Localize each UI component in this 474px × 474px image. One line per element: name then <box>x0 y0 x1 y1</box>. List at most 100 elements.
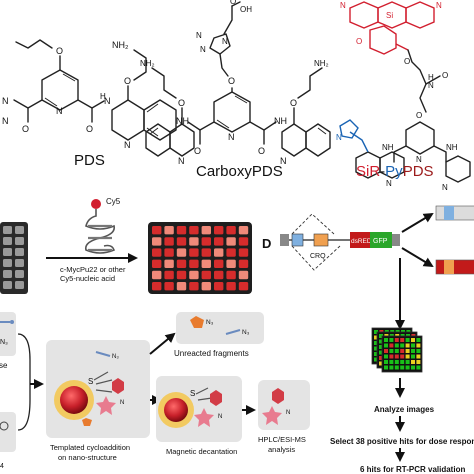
well <box>189 282 199 291</box>
screen-pixel <box>379 356 383 360</box>
well <box>164 259 174 268</box>
dsred-label: dsRED <box>351 238 372 245</box>
well <box>238 226 249 235</box>
screen-pixel <box>400 338 405 342</box>
cpds-amide-o-left: O <box>194 146 201 156</box>
well <box>164 226 174 235</box>
well <box>189 226 199 235</box>
pds-amide-h: H <box>100 92 106 101</box>
screen-pixel <box>416 338 421 342</box>
cpds-acid-o: O <box>230 0 236 6</box>
reagent-line-1: c-MycPu22 or other <box>60 265 126 274</box>
screen-pixel <box>389 365 394 370</box>
hplc-box <box>258 380 310 430</box>
screen-image-3 <box>381 335 423 373</box>
left-fragment-text-2: 4 <box>0 463 4 470</box>
screen-pixel <box>400 349 405 353</box>
unreacted-stick <box>225 329 241 335</box>
step-select: Select 38 positive hits for dose respons <box>330 437 474 446</box>
star-fragment-1 <box>96 396 116 415</box>
dsred-box <box>350 232 370 248</box>
step-validate: 6 hits for RT-PCR validation <box>360 465 465 474</box>
screen-pixel <box>374 357 378 362</box>
screen-pixel <box>394 343 399 348</box>
magnetic-bead-2 <box>164 398 188 422</box>
well <box>226 270 236 280</box>
well <box>176 270 187 280</box>
triazole-n-2: N <box>218 414 222 420</box>
well <box>176 237 187 246</box>
screen-pixel <box>384 360 388 364</box>
sir-quin-n-right: N <box>442 183 448 192</box>
sir-label-part: SiR <box>356 163 380 180</box>
carboxypds-structure: O OH N N N O N O NH O NH N O NH₂ <box>140 0 331 180</box>
pds-amide-o-right: O <box>86 124 93 134</box>
screen-pixel <box>411 338 415 342</box>
screen-pixel <box>394 354 399 359</box>
screen-pixel <box>394 365 399 370</box>
well <box>3 237 12 245</box>
pds-structure: N O O H N N O NH₂ N O N PDS <box>2 39 177 169</box>
sir-pyr-n: N <box>416 155 422 164</box>
triazole-n-3: N <box>286 410 290 416</box>
dna-strands-2 <box>195 387 213 401</box>
left-box-2-ring <box>0 421 9 431</box>
well <box>15 270 24 278</box>
left-fragment-text: se <box>0 361 8 370</box>
sir-fluorophore: Si N N O <box>340 1 442 55</box>
screen-pixel <box>394 338 399 342</box>
screen-pixel <box>379 334 383 338</box>
cpds-triazole-n1: N <box>196 31 202 40</box>
well <box>15 248 24 256</box>
screen-pixel <box>411 360 415 364</box>
well <box>152 237 162 246</box>
cpds-quin-n-left: N <box>178 156 185 166</box>
pds-label: PDS <box>74 152 105 169</box>
unreacted-label: Unreacted fragments <box>174 349 249 358</box>
well <box>15 237 24 245</box>
cpds-nh2-left: NH₂ <box>140 59 155 68</box>
py-label-part: Py <box>385 163 403 180</box>
well <box>176 259 187 268</box>
arrow-to-unreacted <box>149 332 176 355</box>
pentagon-1 <box>82 418 92 426</box>
well <box>226 237 236 246</box>
cpds-triazole-n3: N <box>222 37 228 46</box>
well <box>214 259 224 268</box>
construct-start <box>280 234 289 246</box>
reagent-line-2: Cy5-nucleic acid <box>60 274 115 283</box>
sir-o: O <box>356 37 362 46</box>
well <box>15 226 24 234</box>
sir-n-right: N <box>436 1 442 10</box>
cpds-amide-o-right: O <box>258 146 265 156</box>
screen-pixel <box>374 335 378 340</box>
well <box>3 259 12 267</box>
well <box>189 270 199 280</box>
step-analyze: Analyze images <box>374 405 435 414</box>
well <box>201 282 211 291</box>
screen-pixel <box>416 360 421 364</box>
screen-pixel <box>384 354 388 359</box>
g-quadruplex-icon <box>84 209 116 254</box>
well <box>214 248 224 257</box>
cpds-o-left: O <box>178 98 185 108</box>
cpds-quin-n-right: N <box>280 156 287 166</box>
well <box>176 248 187 257</box>
hexagon-fragment-3 <box>272 388 284 404</box>
well <box>201 237 211 246</box>
construct-orange-exon <box>313 233 329 247</box>
screen-pixel <box>389 343 394 348</box>
screen-pixel <box>416 365 421 370</box>
well <box>152 248 162 257</box>
screen-pixel <box>405 365 410 370</box>
well <box>238 282 249 291</box>
well <box>164 237 174 246</box>
well <box>152 226 162 235</box>
well <box>226 248 236 257</box>
pds-ring-n: N <box>56 106 63 116</box>
cpds-o-right: O <box>290 98 297 108</box>
screen-pixel <box>411 343 415 348</box>
screen-pixel <box>416 349 421 353</box>
well <box>214 282 224 291</box>
cpds-ether-o: O <box>228 76 235 86</box>
